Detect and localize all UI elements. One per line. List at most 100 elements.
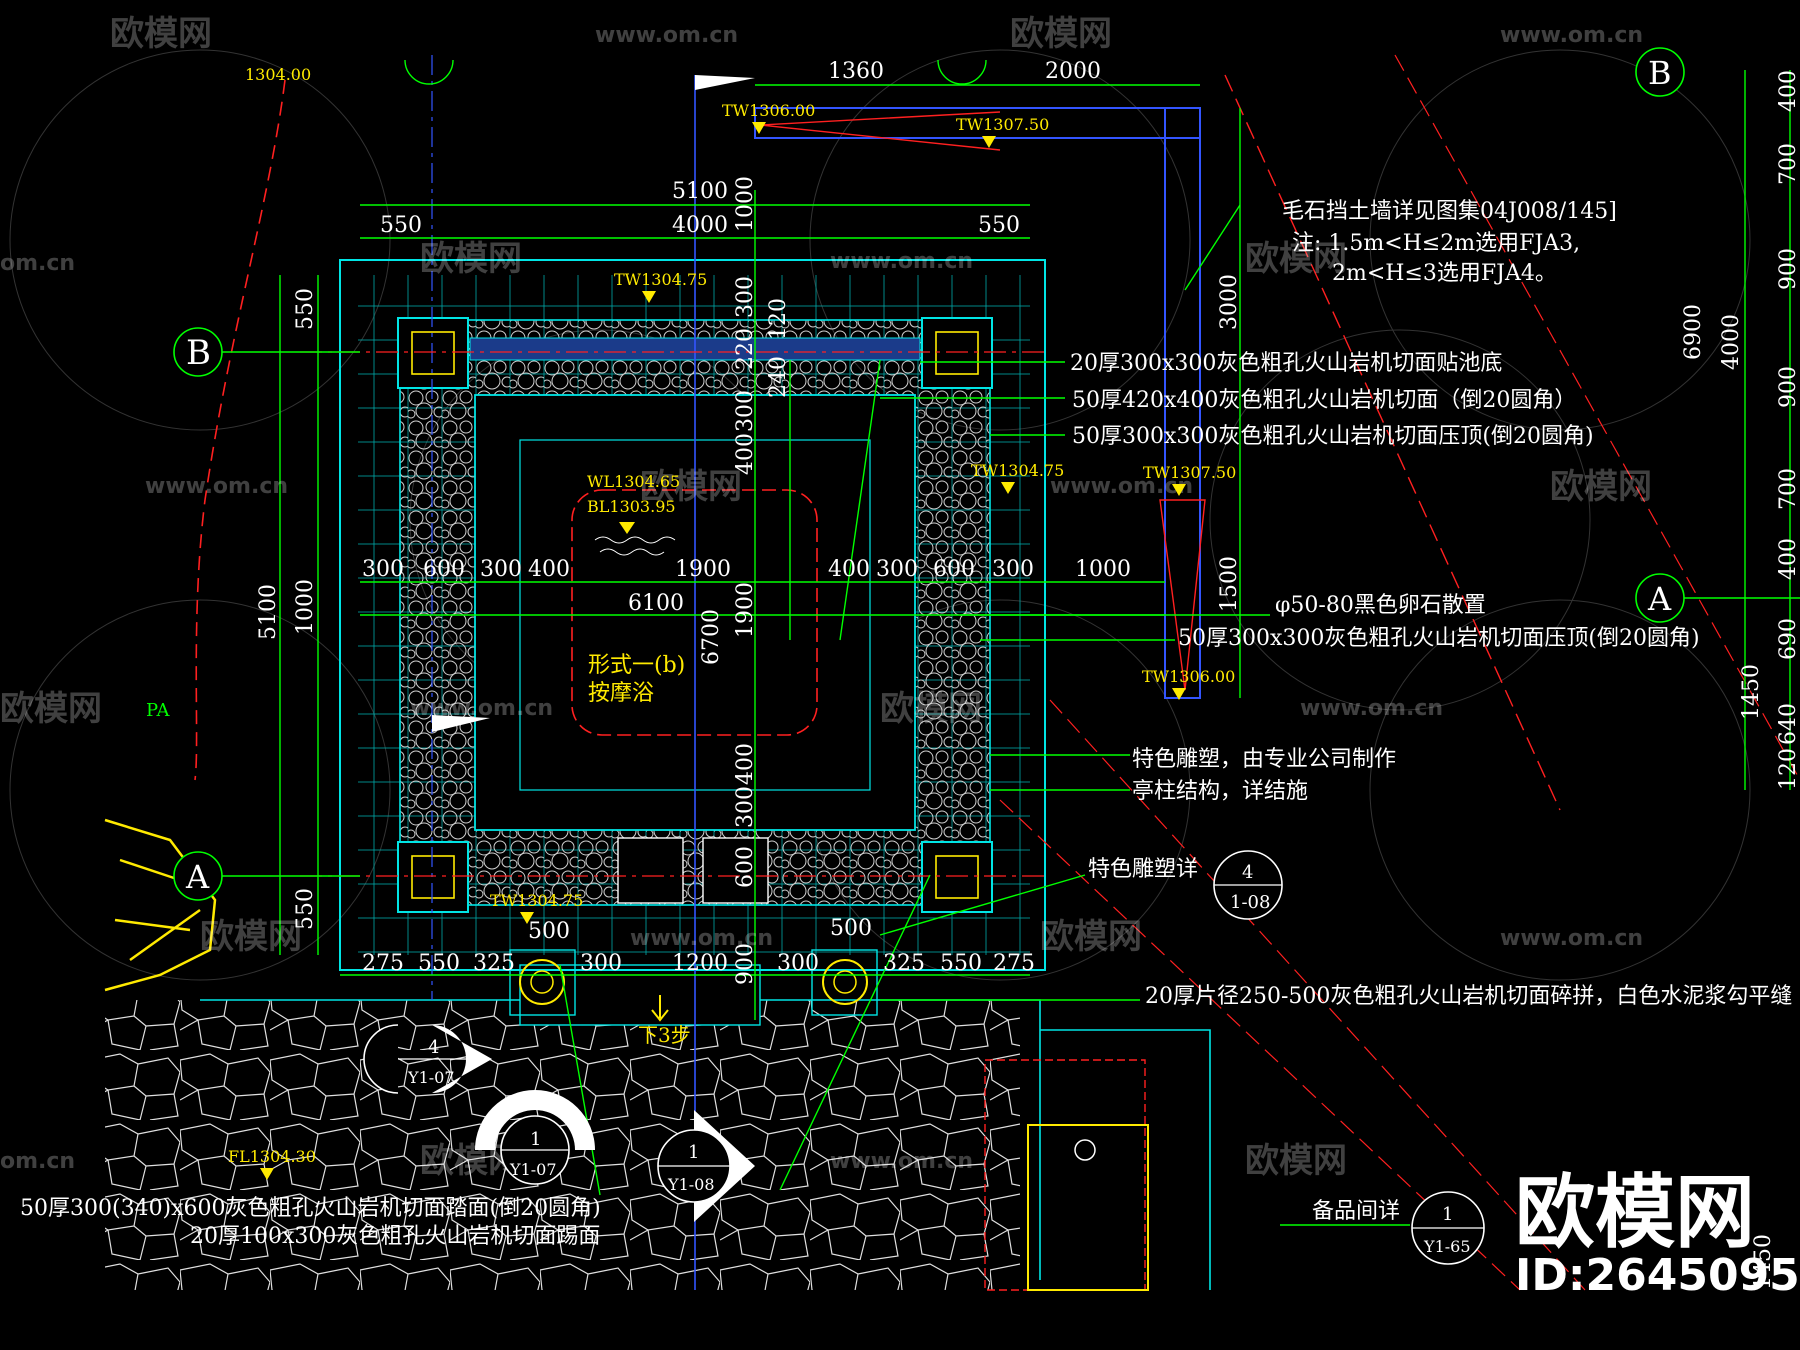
dim-right-1450-b: 1450: [1751, 1234, 1776, 1290]
watermark-site: www.om.cn: [1500, 926, 1643, 951]
level-top-left: 1304.00: [245, 65, 311, 84]
dim-top-1360: 1360: [828, 59, 884, 84]
dim-left-1000: 1000: [293, 579, 318, 635]
level-tw1304-bottom: TW1304.75: [490, 891, 583, 910]
level-tw1306-top: TW1306.00: [722, 101, 815, 120]
dim-v-600: 600: [733, 846, 758, 888]
watermark-logo: 欧模网: [1245, 1141, 1347, 1181]
dim-right-0: 400: [1776, 70, 1800, 112]
level-tw1306-wall: TW1306.00: [1142, 667, 1235, 686]
dim-mid-6: 300: [876, 557, 918, 582]
dim-v-900: 900: [733, 943, 758, 985]
watermark-site: www.om.cn: [1300, 696, 1443, 721]
down-arrow-icon: [651, 995, 669, 1022]
dim-mid-7: 600: [933, 557, 975, 582]
dim-v-6700: 6700: [699, 609, 724, 665]
watermark-site: www.om.cn: [630, 926, 773, 951]
dim-v-300-b: 300: [733, 390, 758, 432]
note-pool-bottom: 20厚300x300灰色粗孔火山岩机切面贴池底: [1070, 351, 1502, 376]
annotations: 毛石挡土墙详见图集04J008/145] 注: 1.5m<H≤2m选用FJA3,…: [20, 199, 1792, 1249]
watermark-logo: 欧模网: [640, 467, 742, 507]
dim-6100: 6100: [628, 591, 684, 616]
dim-v-1000: 1000: [733, 176, 758, 232]
watermark-logo: 欧模网: [1040, 917, 1142, 957]
dim-500-right: 500: [830, 916, 872, 941]
site-boundary: [194, 79, 286, 781]
brand-logo: 欧模网: [1515, 1166, 1755, 1259]
dim-mid-4: 1900: [675, 557, 731, 582]
note-sculpture: 特色雕塑，由专业公司制作: [1132, 747, 1396, 772]
dim-mid-5: 400: [828, 557, 870, 582]
watermark-site: www.om.cn: [830, 1149, 973, 1174]
dim-v-400: 400: [733, 433, 758, 475]
grid-marker-a-right: A: [1647, 580, 1672, 618]
note-sculpture-detail: 特色雕塑详: [1088, 857, 1198, 882]
ref-sec4-num: 4: [428, 1037, 439, 1058]
watermark-site: www.om.cn: [595, 23, 738, 48]
dim-right-6: 690: [1776, 618, 1800, 660]
note-paving: 20厚片径250-500灰色粗孔火山岩机切面碎拼，白色水泥浆勾平缝: [1145, 984, 1792, 1009]
dim-top-2000: 2000: [1045, 59, 1101, 84]
watermark-logo: 欧模网: [200, 917, 302, 957]
level-fl: FL1304.30: [228, 1147, 316, 1166]
dim-right-2: 900: [1776, 248, 1800, 290]
note-wall-3: 2m<H≤3选用FJA4。: [1332, 261, 1557, 286]
note-coping-1: 50厚300x300灰色粗孔火山岩机切面压顶(倒20圆角): [1072, 424, 1594, 449]
dim-v-1900: 1900: [733, 582, 758, 638]
watermark-layer: 欧模网 www.om.cn 欧模网 www.om.cn om.cn 欧模网 ww…: [0, 14, 1652, 1181]
dim-mid-1: 600: [423, 557, 465, 582]
ref-sec1b-num: 1: [688, 1142, 699, 1163]
dim-bottom-4: 1200: [672, 951, 728, 976]
wall-taper: [1159, 499, 1206, 691]
dim-bottom-6: 325: [883, 951, 925, 976]
dim-right-4000: 4000: [1719, 314, 1744, 370]
watermark-logo: 欧模网: [1245, 239, 1347, 279]
grid-marker-b-left: B: [186, 333, 211, 373]
pool-type-label: 按摩浴: [588, 681, 654, 706]
watermark-logo: 欧模网: [880, 689, 982, 729]
dim-5100-top: 5100: [672, 179, 728, 204]
dim-wall-1500: 1500: [1217, 556, 1242, 612]
watermark-site: om.cn: [0, 1149, 75, 1174]
dim-550-left: 550: [380, 213, 422, 238]
dim-bottom-8: 275: [993, 951, 1035, 976]
storage-wall: [1040, 1029, 1211, 1290]
grid-marker-b-right: B: [1648, 54, 1672, 92]
ref-sculpture-sheet: 1-08: [1230, 892, 1270, 913]
level-tw1307-top: TW1307.50: [956, 115, 1049, 134]
grid-marker-a-left: A: [185, 858, 210, 896]
dimension-lines: [195, 70, 1800, 1020]
note-storage: 备品间详: [1312, 1199, 1400, 1224]
yellow-rock: [104, 818, 217, 992]
level-wl: WL1304.65: [587, 472, 680, 491]
dim-left-550-top: 550: [293, 288, 318, 330]
dimension-text: 1360 2000 5100 4000 550 550 1000 300 120…: [256, 59, 1800, 1290]
watermark-logo: 欧模网: [0, 689, 102, 729]
level-tw1304-right: TW1304.75: [971, 461, 1064, 480]
ref-sculpture-num: 4: [1242, 862, 1253, 883]
level-tw1304-top: TW1304.75: [614, 270, 707, 289]
level-pa: PA: [146, 700, 170, 721]
ref-storage-sheet: Y1-65: [1423, 1237, 1471, 1256]
down-steps-label: 下3步: [638, 1023, 691, 1047]
watermark-site: www.om.cn: [1500, 23, 1643, 48]
storage-fixture: [1074, 1139, 1096, 1161]
note-tread: 50厚300(340)x600灰色粗孔火山岩机切面踏面(倒20圆角): [20, 1196, 601, 1221]
note-420: 50厚420x400灰色粗孔火山岩机切面（倒20圆角）: [1072, 388, 1576, 413]
note-column: 亭柱结构，详结施: [1132, 779, 1308, 804]
dim-right-3: 900: [1776, 366, 1800, 408]
dim-v-300-c: 300: [733, 786, 758, 828]
storage-door: [1027, 1124, 1149, 1291]
wall-red-lines: [759, 111, 1001, 151]
watermark-site: www.om.cn: [1050, 474, 1193, 499]
note-wall-1: 毛石挡土墙详见图集04J008/145]: [1282, 199, 1617, 224]
ref-sec1b-sheet: Y1-08: [667, 1175, 715, 1194]
dim-bottom-0: 275: [362, 951, 404, 976]
dim-left-550-bot: 550: [293, 888, 318, 930]
level-text: 1304.00 TW1306.00 TW1307.50 TW1304.75 WL…: [146, 65, 1236, 1180]
pool-step-right: [702, 837, 769, 904]
note-wall-2: 注: 1.5m<H≤2m选用FJA3,: [1292, 231, 1580, 256]
watermark-site: www.om.cn: [830, 249, 973, 274]
dim-right-5: 400: [1776, 538, 1800, 580]
